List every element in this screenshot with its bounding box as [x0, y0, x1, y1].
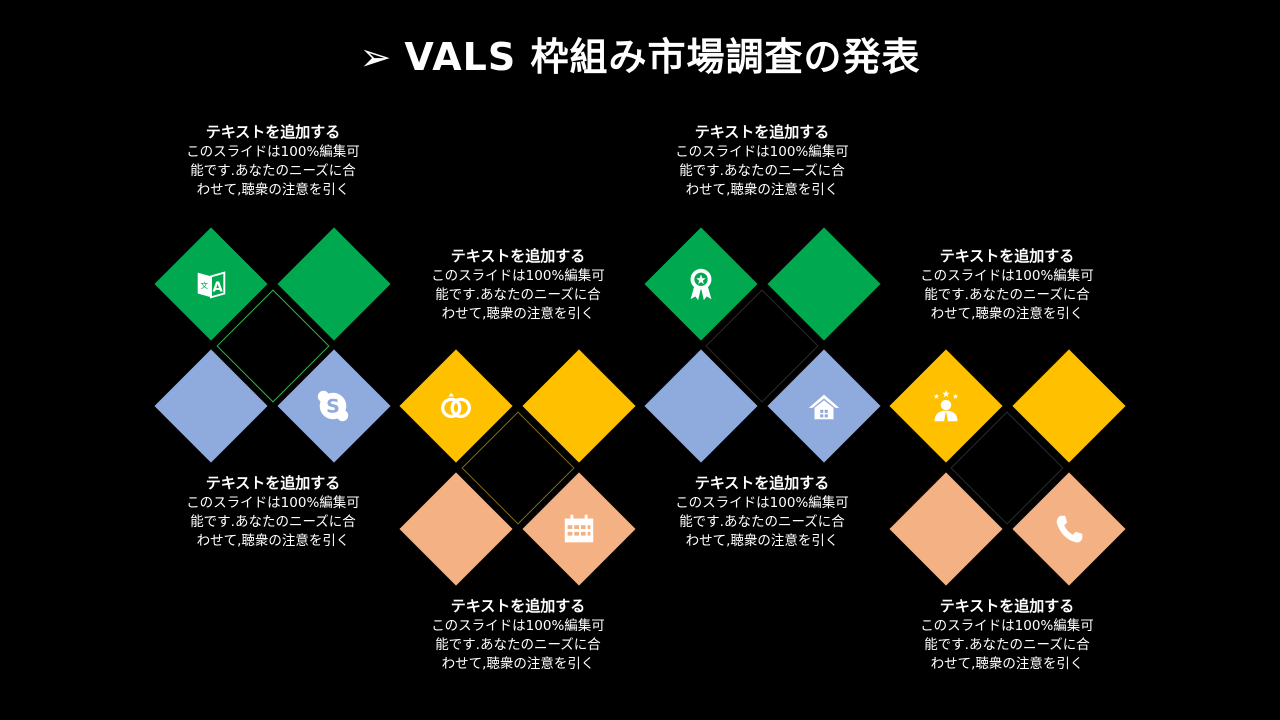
text-block-heading: テキストを追加する	[205, 474, 341, 492]
text-block-heading: テキストを追加する	[450, 597, 586, 615]
text-block-8: テキストを追加する このスライドは100%編集可能です.あなたのニーズに合わせて…	[907, 595, 1107, 674]
award-icon	[681, 264, 721, 304]
rings-icon	[436, 386, 476, 426]
text-block-body: このスライドは100%編集可能です.あなたのニーズに合わせて,聴衆の注意を引く	[431, 268, 605, 322]
text-block-7: テキストを追加する このスライドは100%編集可能です.あなたのニーズに合わせて…	[907, 245, 1107, 324]
svg-text:文: 文	[201, 280, 209, 290]
text-block-1: テキストを追加する このスライドは100%編集可能です.あなたのニーズに合わせて…	[173, 121, 373, 200]
title-text: VALS 枠組み市場調査の発表	[404, 35, 921, 79]
text-block-body: このスライドは100%編集可能です.あなたのニーズに合わせて,聴衆の注意を引く	[431, 618, 605, 672]
text-block-heading: テキストを追加する	[939, 247, 1075, 265]
svg-text:S: S	[326, 396, 340, 418]
text-block-heading: テキストを追加する	[450, 247, 586, 265]
text-block-heading: テキストを追加する	[694, 474, 830, 492]
text-block-body: このスライドは100%編集可能です.あなたのニーズに合わせて,聴衆の注意を引く	[920, 268, 1094, 322]
text-block-body: このスライドは100%編集可能です.あなたのニーズに合わせて,聴衆の注意を引く	[920, 618, 1094, 672]
text-block-5: テキストを追加する このスライドは100%編集可能です.あなたのニーズに合わせて…	[662, 121, 862, 200]
text-block-body: このスライドは100%編集可能です.あなたのニーズに合わせて,聴衆の注意を引く	[675, 144, 849, 198]
text-block-body: このスライドは100%編集可能です.あなたのニーズに合わせて,聴衆の注意を引く	[675, 495, 849, 549]
text-block-heading: テキストを追加する	[694, 123, 830, 141]
skype-icon: S	[313, 386, 353, 426]
star-person-icon	[926, 386, 966, 426]
svg-text:A: A	[213, 281, 224, 296]
arrow-bullet-icon: ➢	[359, 35, 393, 79]
page-title: ➢VALS 枠組み市場調査の発表	[0, 32, 1280, 82]
text-block-body: このスライドは100%編集可能です.あなたのニーズに合わせて,聴衆の注意を引く	[186, 495, 360, 549]
calendar-icon	[559, 509, 599, 549]
home-icon	[804, 386, 844, 426]
text-block-6: テキストを追加する このスライドは100%編集可能です.あなたのニーズに合わせて…	[662, 472, 862, 551]
text-block-body: このスライドは100%編集可能です.あなたのニーズに合わせて,聴衆の注意を引く	[186, 144, 360, 198]
text-block-heading: テキストを追加する	[205, 123, 341, 141]
text-block-3: テキストを追加する このスライドは100%編集可能です.あなたのニーズに合わせて…	[418, 245, 618, 324]
text-block-4: テキストを追加する このスライドは100%編集可能です.あなたのニーズに合わせて…	[418, 595, 618, 674]
phone-icon	[1049, 509, 1089, 549]
text-block-heading: テキストを追加する	[939, 597, 1075, 615]
text-block-2: テキストを追加する このスライドは100%編集可能です.あなたのニーズに合わせて…	[173, 472, 373, 551]
